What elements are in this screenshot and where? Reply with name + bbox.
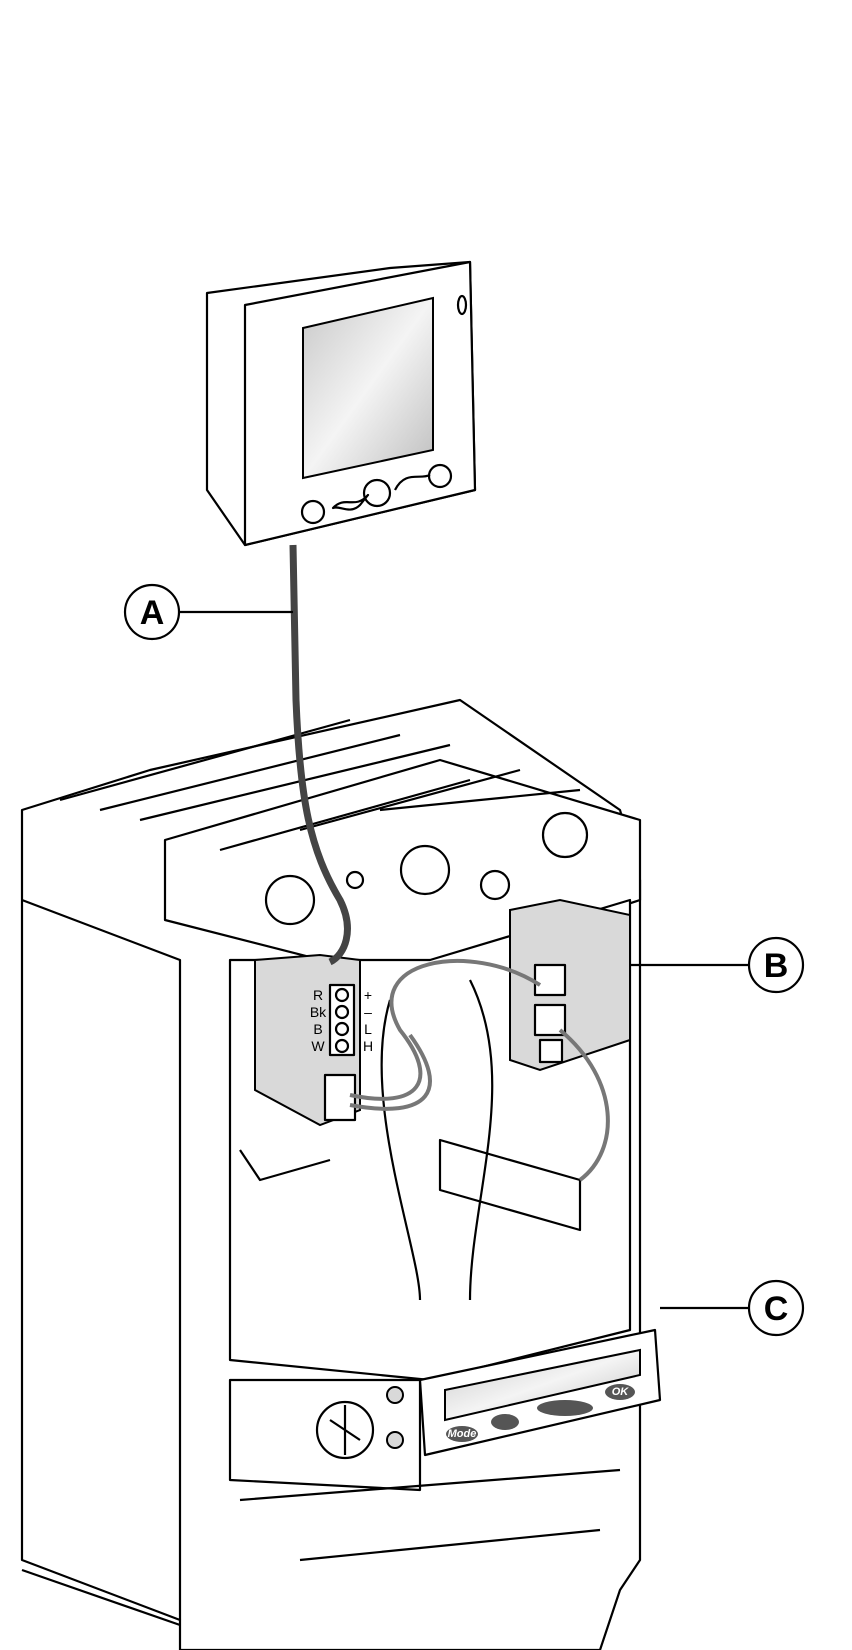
mode-button[interactable] bbox=[446, 1426, 478, 1442]
callout-c: C bbox=[660, 1279, 805, 1337]
communication-module-b bbox=[509, 898, 631, 1072]
terminal-label-minus: – bbox=[364, 1004, 372, 1020]
terminal-label-h: H bbox=[363, 1038, 373, 1054]
circuit-breaker bbox=[20, 698, 642, 1650]
wire-label-bk: Bk bbox=[310, 1004, 327, 1020]
callout-b: B bbox=[630, 936, 805, 994]
arrow-button[interactable] bbox=[491, 1414, 519, 1430]
ok-button[interactable] bbox=[605, 1384, 635, 1400]
wire-label-w: W bbox=[311, 1038, 325, 1054]
callout-a: A bbox=[123, 583, 293, 641]
front-display-module bbox=[205, 260, 477, 547]
internal-wires bbox=[349, 958, 610, 1182]
terminal-label-l: L bbox=[364, 1021, 372, 1037]
ok-button-label: OK bbox=[612, 1386, 630, 1398]
breaker-terminal-block: + – L H R Bk B W bbox=[254, 953, 373, 1127]
communication-cable bbox=[289, 544, 351, 966]
wire-label-b: B bbox=[313, 1021, 322, 1037]
svg-text:C: C bbox=[764, 1290, 789, 1328]
terminal-label-plus: + bbox=[364, 987, 372, 1003]
svg-text:B: B bbox=[764, 947, 789, 985]
mode-button-label: Mode bbox=[448, 1428, 477, 1440]
svg-text:A: A bbox=[140, 594, 165, 632]
navigation-button[interactable] bbox=[537, 1400, 593, 1416]
trip-unit-c: Mode OK bbox=[418, 1328, 662, 1457]
wire-label-r: R bbox=[313, 987, 323, 1003]
